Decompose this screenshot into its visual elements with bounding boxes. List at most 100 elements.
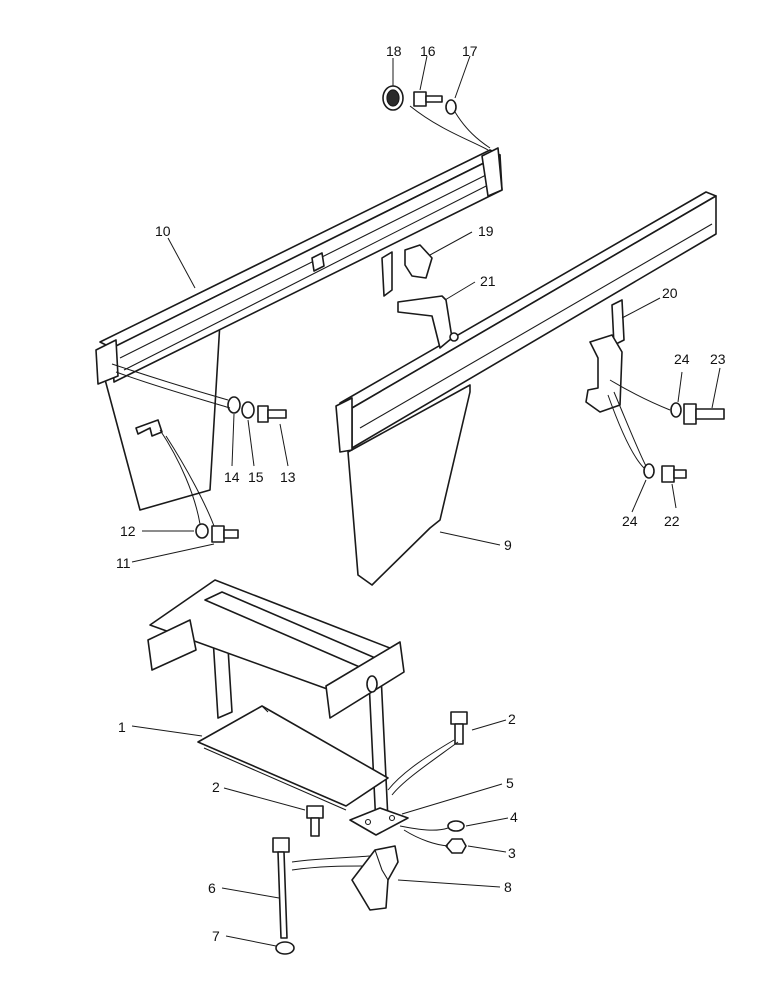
bolt-13-head: [257, 405, 269, 423]
leader-20: [621, 297, 661, 319]
callout-1: 1: [118, 719, 126, 735]
part-10-left-rail-assembly: [95, 147, 503, 511]
part-22-bolt: [661, 465, 687, 483]
callout-24-upper: 24: [674, 351, 690, 367]
assembly-path-nut: [399, 825, 449, 847]
callout-labels: 18 16 17 10 19 21 20 24 23 14 15 13 12 1…: [116, 43, 726, 944]
callout-16: 16: [420, 43, 436, 59]
part-20-bracket: [585, 299, 625, 413]
left-rail-end-tab: [481, 147, 503, 197]
bolt-16-shank: [425, 95, 443, 103]
bolt-13-shank: [267, 409, 287, 419]
bracket-20-body: [585, 334, 623, 413]
part-24-washer-lower: [643, 463, 655, 479]
part-23-bolt: [683, 403, 725, 425]
part-6-long-bolt: [272, 837, 290, 939]
part-2-bolt-lower: [306, 805, 324, 837]
callout-11: 11: [116, 555, 131, 571]
leader-6: [221, 887, 280, 899]
part-8-foot-block: [351, 845, 399, 911]
leader-13: [279, 423, 289, 467]
callout-6: 6: [208, 880, 216, 896]
bolt-2-upper-shank: [454, 723, 464, 745]
part-3-nut: [445, 838, 467, 854]
callout-14: 14: [224, 469, 240, 485]
bolt-2-lower-head: [306, 805, 324, 819]
assembly-path-right: [607, 379, 671, 469]
bolt-2-upper-head: [450, 711, 468, 725]
callout-8: 8: [504, 879, 512, 895]
leader-19: [429, 231, 473, 256]
leader-lines: [111, 55, 721, 947]
leader-24-upper: [677, 371, 683, 403]
leader-11: [131, 543, 215, 563]
bracket-20-upper: [611, 299, 625, 346]
part-18-bushing: [382, 85, 404, 111]
callout-24-lower: 24: [622, 513, 638, 529]
leader-24-lower: [631, 479, 647, 513]
left-rail-channel-edge: [119, 169, 499, 371]
foot-block: [351, 845, 399, 911]
frame-left-clamp: [147, 619, 197, 671]
callout-5: 5: [506, 775, 514, 791]
bushing-inner: [386, 89, 400, 107]
leader-21: [444, 281, 476, 301]
callout-2-upper: 2: [508, 711, 516, 727]
part-24-washer-upper: [670, 402, 682, 418]
part-7-washer: [275, 941, 295, 955]
bolt-11-shank: [223, 529, 239, 539]
part-4-washer: [447, 820, 465, 832]
bolt-22-head: [661, 465, 675, 483]
leader-23: [711, 367, 721, 409]
part-16-bolt: [413, 91, 443, 107]
left-rail-clip: [311, 252, 325, 272]
part-5-plate: [349, 807, 409, 836]
part-15-washer: [241, 401, 255, 419]
bracket-19: [381, 244, 433, 297]
part-12-washer: [195, 523, 209, 539]
callout-9: 9: [504, 537, 512, 553]
callout-12: 12: [120, 523, 136, 539]
callout-15: 15: [248, 469, 264, 485]
callout-23: 23: [710, 351, 726, 367]
part-11-bolt: [211, 525, 239, 543]
frame-step-plate: [197, 705, 389, 807]
bolt-22-shank: [673, 469, 687, 479]
leader-15: [247, 419, 255, 467]
right-mudguard-plate: [347, 384, 471, 586]
callout-10: 10: [155, 223, 171, 239]
part-2-bolt-upper: [450, 711, 468, 745]
plate-hole-b: [388, 814, 396, 822]
leader-4: [465, 817, 509, 827]
assembly-path-left-13: [111, 363, 231, 409]
bolt-16-head: [413, 91, 427, 107]
leader-17: [454, 55, 471, 99]
part-13-bolt: [257, 405, 287, 423]
left-rail-end-bracket: [95, 339, 119, 385]
assembly-path-left-11: [159, 429, 215, 527]
callout-21: 21: [480, 273, 496, 289]
part-14-washer: [227, 396, 241, 414]
leader-2-upper: [471, 719, 507, 731]
bolt-11-head: [211, 525, 225, 543]
leader-3: [467, 845, 507, 853]
callout-13: 13: [280, 469, 296, 485]
leader-2-lower: [223, 787, 306, 811]
callout-19: 19: [478, 223, 494, 239]
leader-7: [225, 935, 277, 947]
leader-14: [231, 413, 235, 467]
bolt-23-head: [683, 403, 697, 425]
plate-5: [349, 807, 409, 836]
callout-3: 3: [508, 845, 516, 861]
callout-20: 20: [662, 285, 678, 301]
leader-1: [131, 725, 203, 737]
leader-8: [397, 879, 501, 888]
leader-10: [167, 237, 196, 289]
callout-2-lower: 2: [212, 779, 220, 795]
callout-18: 18: [386, 43, 402, 59]
long-bolt-head: [272, 837, 290, 853]
small-clip: [135, 419, 163, 437]
foot-block-edge: [374, 849, 389, 881]
callout-7: 7: [212, 928, 220, 944]
part-1-step-frame: [147, 579, 405, 827]
